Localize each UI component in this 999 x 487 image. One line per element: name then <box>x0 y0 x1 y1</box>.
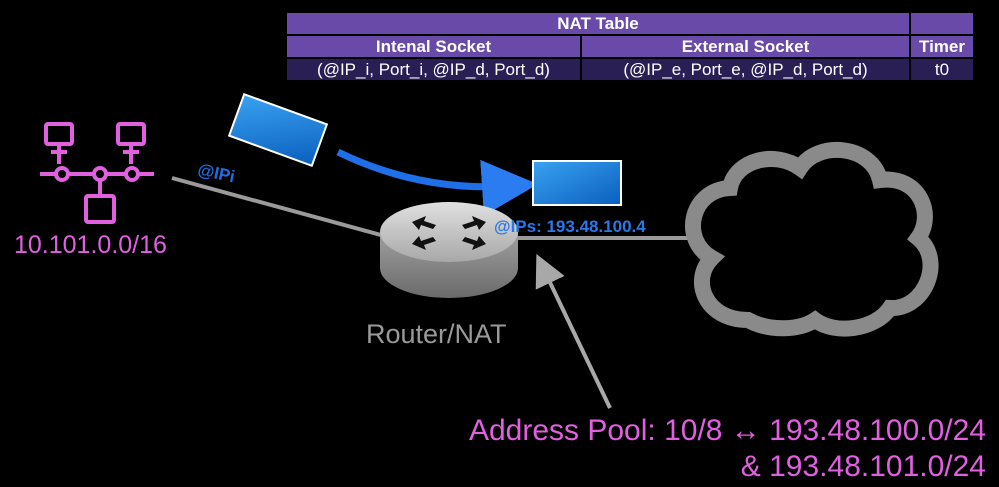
address-pool-label: Address Pool: 10/8 ↔ 193.48.100.0/24 <box>468 414 986 447</box>
router-icon <box>380 202 518 298</box>
address-pool-label-continued: & 193.48.101.0/24 <box>740 450 986 483</box>
packet-icon <box>227 92 329 168</box>
lan-router-link <box>171 176 393 240</box>
col-header-external: External Socket <box>582 36 909 57</box>
router-label: Router/NAT <box>366 319 507 349</box>
cell-external-socket: (@IP_e, Port_e, @IP_d, Port_d) <box>582 59 909 80</box>
address-pool-arrow <box>535 253 612 409</box>
translation-arrow <box>336 148 538 216</box>
nat-table-title-spacer <box>911 13 973 34</box>
public-ip-label: @IPs: 193.48.100.4 <box>494 217 646 236</box>
nat-table-title: NAT Table <box>287 13 909 34</box>
table-row: (@IP_i, Port_i, @IP_d, Port_d) (@IP_e, P… <box>287 59 973 80</box>
network-address-label: 10.101.0.0/16 <box>14 231 167 259</box>
cell-internal-socket: (@IP_i, Port_i, @IP_d, Port_d) <box>287 59 580 80</box>
nat-table: NAT Table Intenal Socket External Socket… <box>285 11 975 82</box>
col-header-internal: Intenal Socket <box>287 36 580 57</box>
cloud-icon <box>685 141 939 337</box>
col-header-timer: Timer <box>911 36 973 57</box>
cell-timer: t0 <box>911 59 973 80</box>
network-topology-icon <box>40 122 154 224</box>
packet-translated-icon <box>532 160 622 206</box>
